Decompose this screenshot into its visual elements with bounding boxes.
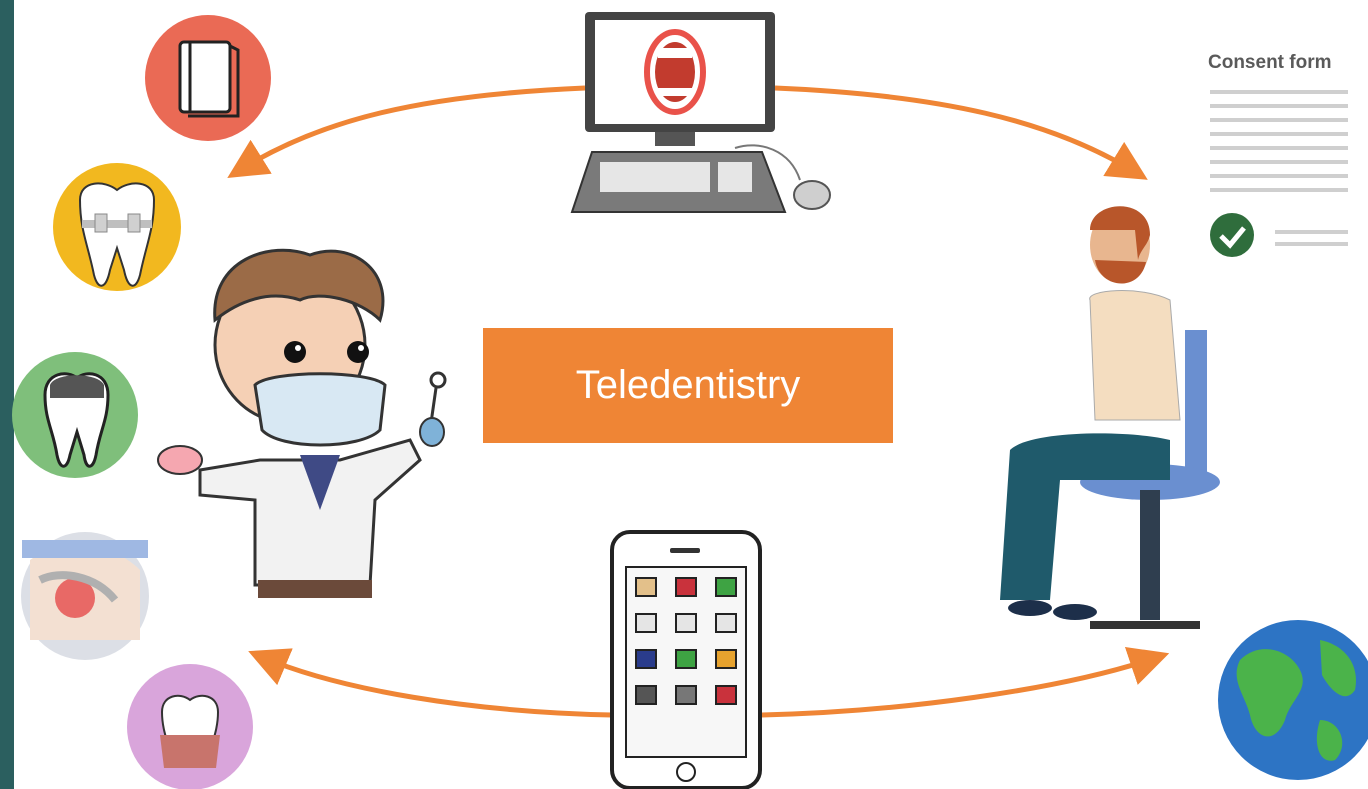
title-box-bg — [483, 328, 893, 443]
gum-tooth-icon — [127, 664, 253, 789]
crowned-tooth-icon — [12, 352, 138, 478]
desktop-computer-icon — [570, 12, 831, 213]
jaw-joint-icon — [21, 532, 149, 660]
arrow-phone-to-patient — [759, 647, 1170, 718]
teledentistry-title: Teledentistry — [575, 363, 801, 407]
patient-icon — [1000, 206, 1220, 629]
smartphone-icon — [610, 530, 762, 789]
check-icon — [1210, 213, 1254, 257]
globe-icon — [1218, 620, 1368, 780]
arrow-computer-to-dentist — [227, 85, 586, 178]
arrow-computer-to-patient — [774, 85, 1148, 180]
arrow-phone-to-dentist — [248, 648, 613, 718]
book-icon — [145, 15, 271, 141]
consent-form-title: Consent form — [1208, 52, 1332, 73]
braces-tooth-icon — [53, 163, 181, 291]
dentist-icon — [157, 248, 447, 598]
consent-form — [1210, 90, 1348, 257]
